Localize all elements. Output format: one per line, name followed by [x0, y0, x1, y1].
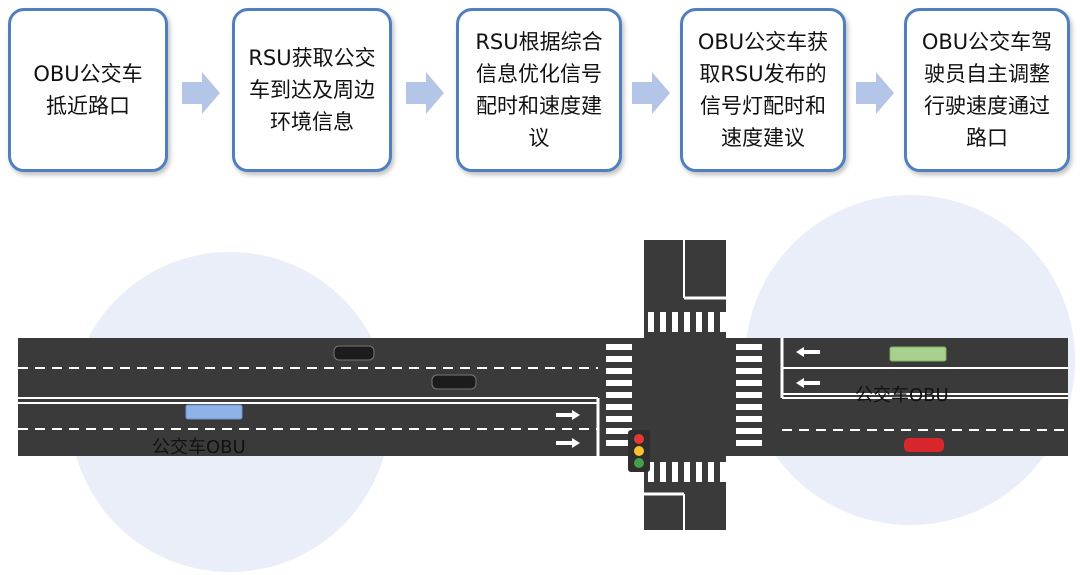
car-black-1 [333, 345, 375, 361]
bus-right [889, 346, 947, 362]
crosswalk-left [606, 344, 632, 446]
step-4-box: OBU公交车获取RSU发布的信号灯配时和速度建议 [680, 8, 846, 172]
step-1-box: OBU公交车抵近路口 [8, 8, 168, 172]
step-3-text: RSU根据综合信息优化信号配时和速度建议 [475, 30, 603, 150]
step-5-box: OBU公交车驾驶员自主调整行驶速度通过路口 [904, 8, 1070, 172]
crosswalk-top [648, 312, 726, 332]
crosswalk-bottom [648, 462, 726, 482]
arrow-right-icon [182, 72, 220, 114]
right-bus-obu-label: 公交车OBU [855, 385, 949, 406]
lane-arrow-icon [796, 347, 820, 388]
arrow-right-icon [406, 72, 444, 114]
bus-left [185, 404, 243, 420]
crosswalk-right [736, 344, 762, 446]
step-2-text: RSU获取公交车到达及周边环境信息 [248, 46, 376, 134]
arrow-right-icon [856, 72, 894, 114]
step-3-box: RSU根据综合信息优化信号配时和速度建议 [456, 8, 622, 172]
step-5-text: OBU公交车驾驶员自主调整行驶速度通过路口 [921, 30, 1053, 150]
car-red [904, 438, 944, 452]
traffic-light-icon [628, 430, 650, 472]
car-black-2 [431, 374, 477, 390]
lane-arrow-icon [556, 410, 580, 448]
step-2-box: RSU获取公交车到达及周边环境信息 [232, 8, 392, 172]
left-bus-obu-label: 公交车OBU [152, 437, 246, 458]
arrow-right-icon [632, 72, 670, 114]
step-1-text: OBU公交车抵近路口 [33, 62, 143, 118]
step-4-text: OBU公交车获取RSU发布的信号灯配时和速度建议 [697, 30, 829, 150]
